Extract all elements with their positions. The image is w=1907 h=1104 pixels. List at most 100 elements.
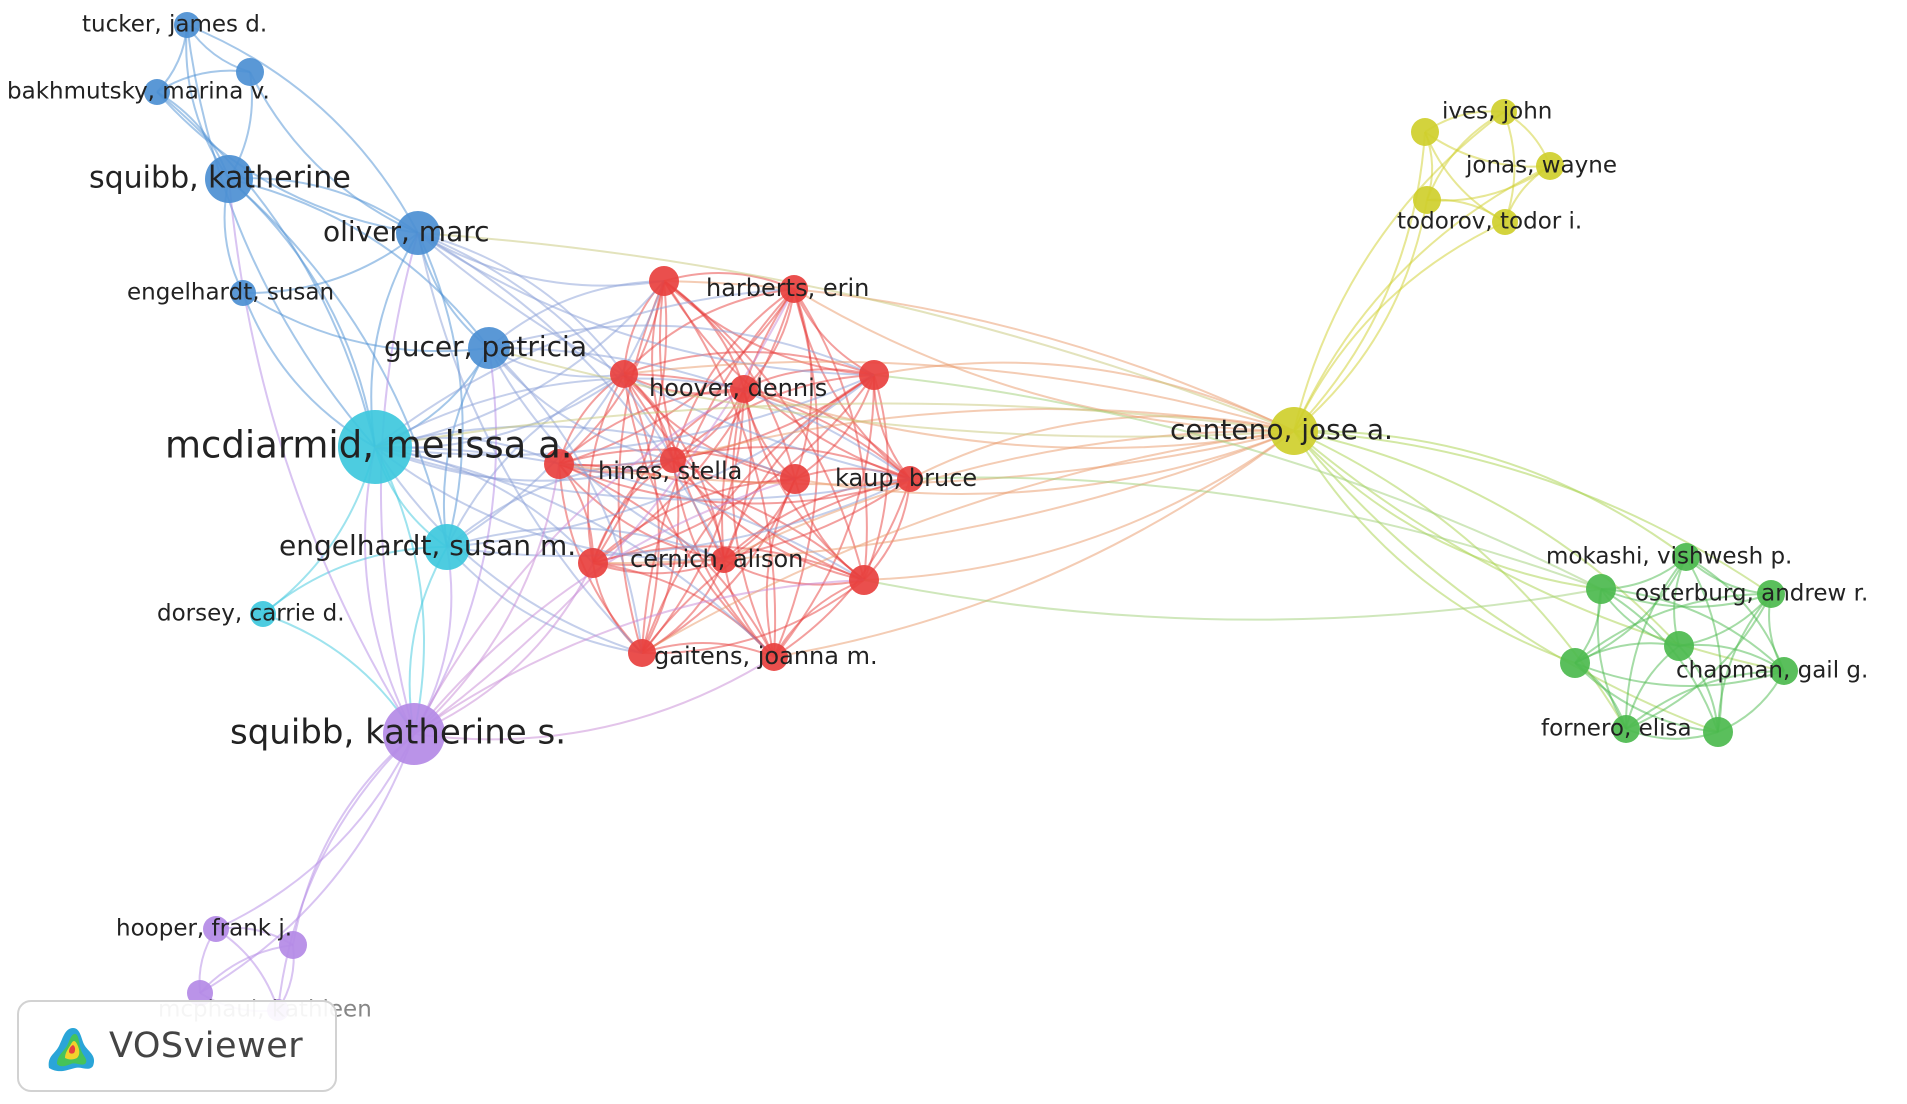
author-node-squibb-k[interactable] (205, 155, 253, 203)
edge-layer (156, 24, 1785, 1013)
link-edge (374, 288, 795, 448)
link-edge (773, 288, 819, 658)
link-edge (413, 347, 498, 735)
link-edge (374, 445, 865, 581)
author-node-green-b[interactable] (1560, 648, 1590, 678)
author-node-red-c[interactable] (859, 360, 889, 390)
author-node-hooper[interactable] (203, 916, 229, 942)
link-edge (1574, 662, 1719, 733)
link-edge (413, 656, 775, 741)
author-node-yellow-a[interactable] (1411, 118, 1439, 146)
link-edge (417, 232, 665, 287)
author-node-purple-c[interactable] (187, 980, 213, 1006)
author-node-purple-b[interactable] (279, 931, 307, 959)
author-node-kaup[interactable] (897, 466, 923, 492)
link-edge (374, 446, 425, 735)
link-edge (623, 373, 911, 480)
author-node-hines[interactable] (660, 447, 686, 473)
author-node-gucer[interactable] (468, 327, 510, 369)
link-edge (794, 374, 875, 480)
author-node-green-a[interactable] (1586, 574, 1616, 604)
link-edge (249, 71, 419, 234)
author-label-hoover: hoover, dennis (649, 374, 827, 402)
author-node-red-e[interactable] (780, 464, 810, 494)
link-edge (1574, 662, 1785, 687)
author-node-cernich[interactable] (711, 547, 737, 573)
link-edge (374, 402, 1295, 448)
link-edge (1293, 221, 1506, 432)
link-edge (873, 361, 1295, 432)
author-node-fornero[interactable] (1612, 715, 1640, 743)
author-node-chapman[interactable] (1770, 657, 1798, 685)
author-node-engelhardt-s[interactable] (230, 280, 256, 306)
link-edge (863, 430, 1295, 581)
author-node-red-a[interactable] (649, 266, 679, 296)
link-edge (623, 373, 796, 480)
author-node-red-b[interactable] (610, 360, 638, 388)
author-label-gucer: gucer, patricia (384, 330, 587, 363)
author-node-red-h[interactable] (628, 639, 656, 667)
author-label-chapman: chapman, gail g. (1676, 658, 1868, 684)
link-edge (199, 944, 294, 994)
author-node-red-f[interactable] (578, 548, 608, 578)
link-edge (417, 232, 464, 548)
link-edge (641, 374, 875, 654)
link-edge (558, 288, 795, 465)
link-edge (417, 232, 1295, 432)
author-node-harberts[interactable] (780, 275, 808, 303)
link-edge (417, 232, 625, 375)
node-layer (144, 12, 1798, 1021)
author-node-squibb-ks[interactable] (383, 703, 445, 765)
link-edge (292, 733, 415, 946)
author-node-green-c[interactable] (1664, 631, 1694, 661)
author-node-engelhardt-sm[interactable] (424, 524, 470, 570)
author-node-dorsey[interactable] (250, 601, 276, 627)
link-edge (1625, 593, 1772, 730)
link-edge (186, 24, 419, 234)
link-edge (641, 430, 1295, 654)
author-node-red-g[interactable] (849, 565, 879, 595)
author-label-mokashi: mokashi, vishwesh p. (1546, 544, 1792, 570)
link-edge (721, 288, 795, 561)
link-edge (1600, 588, 1785, 672)
author-node-red-d[interactable] (544, 449, 574, 479)
author-node-mokashi[interactable] (1672, 543, 1700, 571)
author-node-bakhmutsky[interactable] (144, 79, 170, 105)
link-edge (1624, 556, 1687, 730)
link-edge (1717, 593, 1772, 733)
author-node-gaitens[interactable] (760, 643, 788, 671)
link-edge (446, 527, 725, 561)
link-edge (794, 430, 1295, 495)
link-edge (1293, 199, 1428, 432)
author-node-tucker[interactable] (174, 12, 200, 38)
link-edge (1293, 131, 1426, 432)
author-node-todorov[interactable] (1492, 209, 1518, 235)
author-node-osterburg[interactable] (1757, 580, 1785, 608)
link-edge (793, 288, 1295, 432)
author-label-oliver: oliver, marc (323, 215, 490, 248)
author-node-jonas[interactable] (1536, 152, 1564, 180)
author-node-hoover[interactable] (730, 375, 758, 403)
link-edge (277, 733, 415, 1011)
link-edge (1293, 430, 1772, 595)
author-label-hooper: hooper, frank j. (116, 916, 292, 942)
link-edge (374, 425, 796, 480)
author-node-yellow-b[interactable] (1413, 186, 1441, 214)
link-edge (488, 347, 643, 654)
link-edge (413, 288, 795, 735)
link-edge (793, 288, 868, 581)
link-edge (186, 24, 376, 448)
author-node-ives[interactable] (1491, 99, 1517, 125)
link-edge (592, 559, 725, 575)
author-node-centeno[interactable] (1270, 407, 1318, 455)
author-node-blue-a[interactable] (236, 58, 264, 86)
author-node-oliver[interactable] (396, 211, 440, 255)
author-node-green-d[interactable] (1703, 717, 1733, 747)
author-label-kaup: kaup, bruce (835, 464, 977, 492)
vosviewer-logo-badge: VOSviewer (17, 1000, 337, 1092)
link-edge (765, 478, 796, 658)
link-edge (723, 559, 865, 586)
author-label-centeno: centeno, jose a. (1170, 413, 1393, 446)
author-node-mcdiarmid[interactable] (338, 410, 412, 484)
link-edge (623, 288, 795, 375)
